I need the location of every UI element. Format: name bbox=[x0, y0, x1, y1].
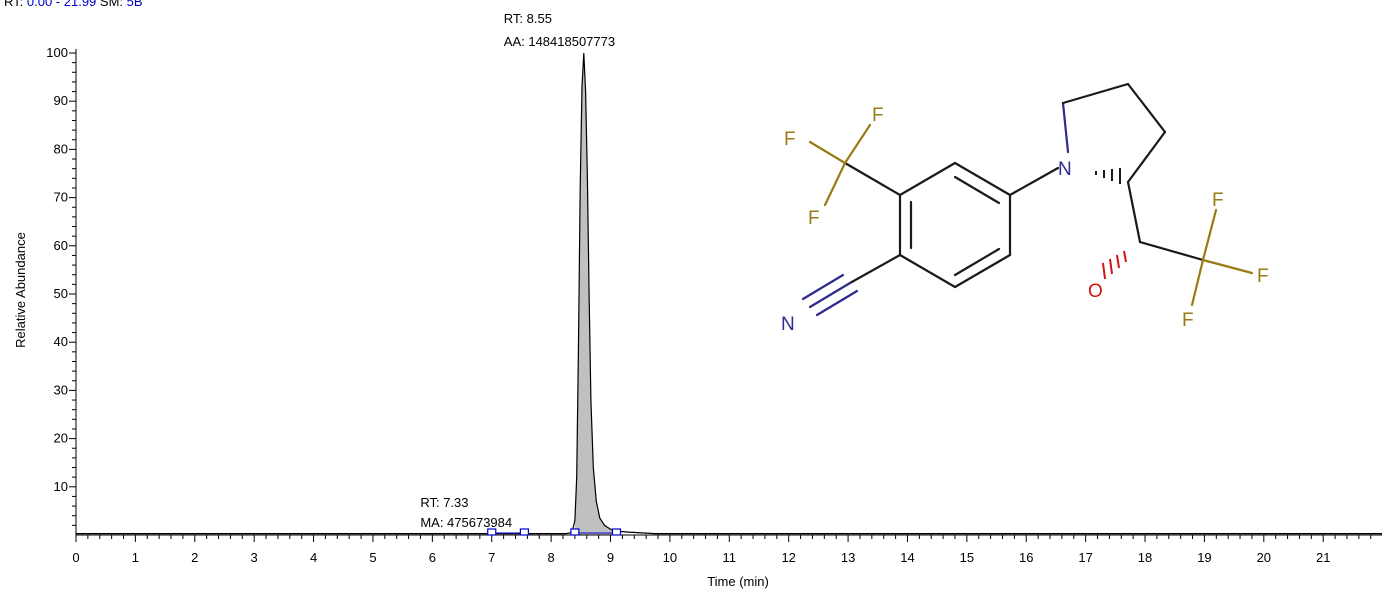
bond bbox=[1138, 240, 1205, 262]
x-tick-label: 1 bbox=[132, 550, 139, 565]
x-tick-label: 7 bbox=[488, 550, 495, 565]
atom-f3: F bbox=[808, 208, 820, 229]
x-tick-label: 5 bbox=[369, 550, 376, 565]
bond bbox=[1126, 82, 1167, 134]
bond bbox=[1201, 208, 1218, 262]
sm-label: SM: bbox=[99, 0, 124, 9]
bond bbox=[843, 123, 872, 165]
peak-rt-label: RT: 8.55 bbox=[504, 11, 552, 26]
bond bbox=[953, 247, 1001, 277]
y-tick-label: 90 bbox=[54, 93, 68, 108]
y-tick-label: 100 bbox=[46, 45, 68, 60]
x-tick-label: 2 bbox=[191, 550, 198, 565]
x-axis-title: Time (min) bbox=[707, 574, 769, 589]
bond bbox=[953, 175, 1001, 205]
y-tick-label: 50 bbox=[54, 286, 68, 301]
sm-value: 5B bbox=[126, 0, 143, 9]
bond bbox=[1061, 82, 1130, 105]
peak-fill-layer bbox=[574, 53, 617, 535]
atom-f1: F bbox=[784, 129, 796, 150]
x-tick-label: 18 bbox=[1138, 550, 1152, 565]
bond bbox=[848, 253, 902, 285]
atom-f6: F bbox=[1182, 310, 1194, 331]
atom-f4: F bbox=[1212, 190, 1224, 211]
x-tick-label: 21 bbox=[1316, 550, 1330, 565]
x-tick-label: 6 bbox=[429, 550, 436, 565]
y-axis-title: Relative Abundance bbox=[13, 232, 28, 348]
y-tick-label: 40 bbox=[54, 334, 68, 349]
x-tick-label: 19 bbox=[1197, 550, 1211, 565]
y-tick-label: 60 bbox=[54, 238, 68, 253]
integration-marker bbox=[519, 528, 529, 536]
x-tick-label: 0 bbox=[72, 550, 79, 565]
peak-rt-label: RT: 7.33 bbox=[420, 495, 468, 510]
x-tick-label: 12 bbox=[781, 550, 795, 565]
bond bbox=[1126, 130, 1167, 184]
bond bbox=[1201, 258, 1254, 275]
x-tick-label: 3 bbox=[251, 550, 258, 565]
y-tick-label: 30 bbox=[54, 382, 68, 397]
x-tick-label: 20 bbox=[1257, 550, 1271, 565]
integration-marker bbox=[487, 528, 497, 536]
bond bbox=[1126, 180, 1142, 244]
peak-area-fill bbox=[574, 53, 617, 535]
bond bbox=[815, 289, 859, 317]
bond bbox=[801, 273, 845, 301]
atom-n-nitrile: N bbox=[781, 314, 795, 335]
x-tick-label: 14 bbox=[900, 550, 914, 565]
bond bbox=[898, 253, 957, 289]
chromatogram-header: RT: 0.00 - 21.99 SM: 5B bbox=[4, 0, 143, 9]
x-tick-label: 17 bbox=[1078, 550, 1092, 565]
marker-layer bbox=[487, 528, 622, 536]
bond bbox=[1061, 101, 1070, 154]
atom-n-ring: N bbox=[1058, 159, 1072, 180]
atom-f2: F bbox=[872, 105, 884, 126]
x-tick-label: 8 bbox=[548, 550, 555, 565]
peak-area-label: MA: 475673984 bbox=[420, 515, 512, 530]
peak-area-label: AA: 148418507773 bbox=[504, 34, 615, 49]
y-tick-label: 20 bbox=[54, 431, 68, 446]
bond bbox=[843, 161, 902, 197]
x-tick-label: 15 bbox=[960, 550, 974, 565]
hashed-wedge-bond bbox=[1095, 168, 1121, 184]
x-tick-label: 16 bbox=[1019, 550, 1033, 565]
x-tick-label: 13 bbox=[841, 550, 855, 565]
bond bbox=[1190, 258, 1205, 307]
x-tick-label: 4 bbox=[310, 550, 317, 565]
bond bbox=[808, 281, 852, 309]
rt-range: 0.00 - 21.99 bbox=[26, 0, 97, 9]
y-tick-label: 80 bbox=[54, 141, 68, 156]
atom-f5: F bbox=[1257, 266, 1269, 287]
hashed-wedge-bond bbox=[1102, 250, 1127, 280]
y-tick-label: 10 bbox=[54, 479, 68, 494]
integration-marker bbox=[611, 528, 622, 536]
bond bbox=[898, 161, 957, 197]
bond bbox=[953, 161, 1012, 197]
bond bbox=[1008, 166, 1060, 197]
x-tick-label: 10 bbox=[663, 550, 677, 565]
y-tick-label: 70 bbox=[54, 190, 68, 205]
atom-o: O bbox=[1088, 281, 1103, 302]
rt-label: RT: bbox=[4, 0, 24, 9]
x-tick-label: 9 bbox=[607, 550, 614, 565]
bond bbox=[823, 161, 847, 207]
integration-marker bbox=[570, 528, 580, 536]
x-tick-label: 11 bbox=[723, 550, 737, 565]
bond bbox=[953, 253, 1012, 289]
bond bbox=[808, 140, 847, 165]
